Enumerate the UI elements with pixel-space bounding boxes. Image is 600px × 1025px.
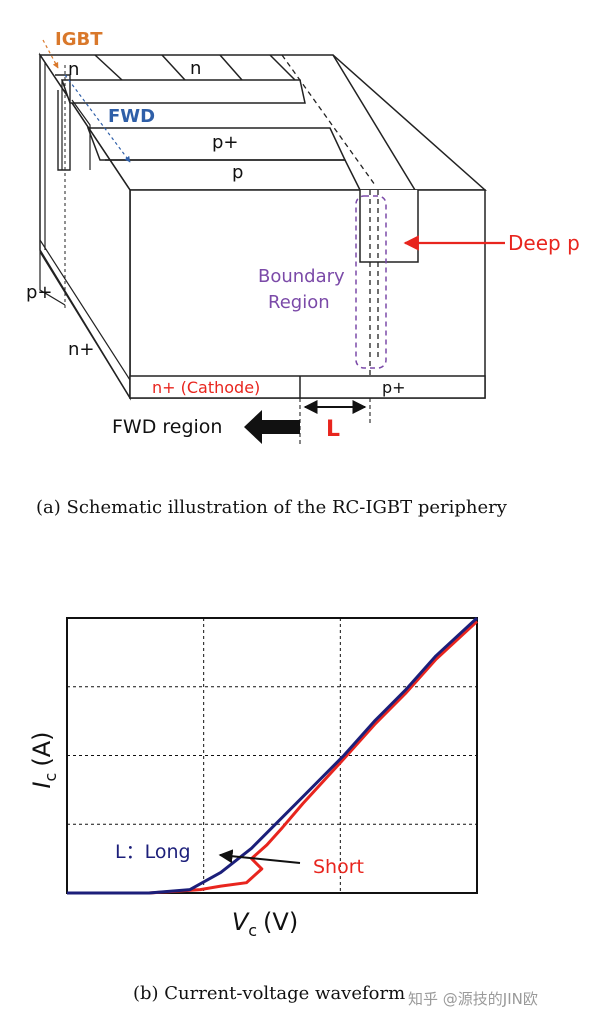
plot-series [67, 616, 479, 895]
ylabel-sub: c [41, 773, 60, 782]
label-p: p [232, 162, 243, 183]
top-trench [60, 79, 306, 104]
deep-p-region [359, 190, 419, 263]
series-line-long [67, 616, 479, 895]
iv-chart [66, 616, 479, 895]
xlabel-unit: (V) [263, 908, 298, 936]
annotation-arrow [218, 849, 301, 864]
xlabel-main: V [232, 908, 250, 936]
xlabel-sub: c [248, 921, 257, 940]
ylabel-unit: (A) [28, 731, 56, 766]
schematic-labels: IGBT n n FWD p+ p p+ n+ Deep p Boundary … [26, 29, 580, 442]
label-p-plus-side: p+ [26, 282, 53, 303]
label-boundary-line2: Region [268, 292, 330, 313]
boundary-region-box [355, 195, 387, 369]
label-deep-p: Deep p [508, 231, 580, 255]
device-schematic [38, 39, 505, 445]
x-axis-label: Vc (V) [232, 908, 298, 940]
fwd-region-arrow [244, 410, 300, 444]
caption-b: (b) Current-voltage waveform [133, 983, 405, 1004]
series-line-short [67, 620, 479, 895]
label-n-plus-side: n+ [68, 339, 95, 360]
svg-text:Ic(A): Ic (A) [28, 731, 60, 788]
front-face [129, 189, 486, 399]
svg-text:Vc(V): Vc (V) [232, 908, 298, 940]
label-p-plus-bottom: p+ [382, 378, 406, 397]
label-igbt: IGBT [55, 29, 103, 50]
label-l: L [326, 417, 340, 442]
watermark: 知乎 @源技的JIN欧 [408, 990, 538, 1008]
label-n-a: n [68, 59, 79, 80]
label-cathode: n+ (Cathode) [152, 378, 260, 397]
plot-grid [67, 618, 477, 893]
legend-long: L：Long [115, 841, 191, 863]
label-p-plus-top: p+ [212, 132, 239, 153]
y-axis-label: Ic (A) [28, 731, 60, 788]
label-fwd: FWD [108, 106, 155, 127]
label-boundary-line1: Boundary [258, 266, 345, 287]
bottom-strip [129, 375, 486, 399]
legend-short: Short [313, 856, 364, 878]
ylabel-main: I [28, 781, 56, 788]
label-n-b: n [190, 58, 201, 79]
label-fwd-region: FWD region [112, 416, 222, 438]
caption-a: (a) Schematic illustration of the RC-IGB… [36, 497, 508, 518]
